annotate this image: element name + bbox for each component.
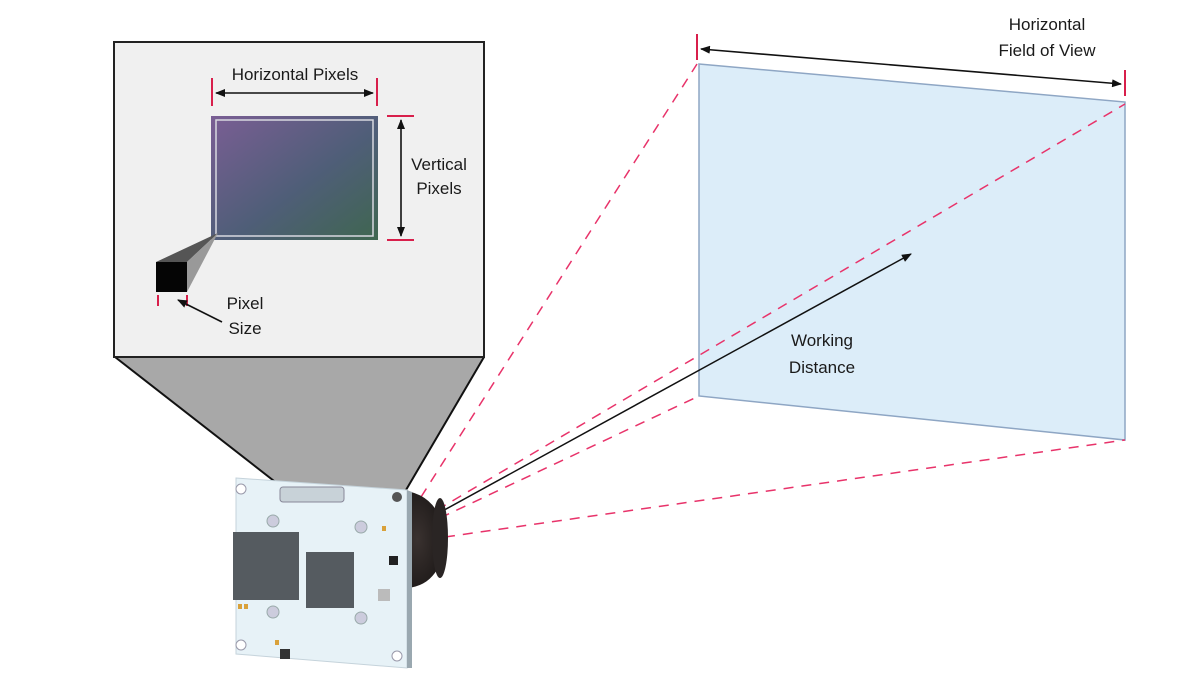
fov-rays: [420, 63, 1126, 538]
pixel-zoom-wedge-top: [156, 233, 218, 262]
working-distance-label-1: Working: [791, 331, 853, 350]
working-distance-arrow: [436, 253, 912, 515]
camera-board: [233, 477, 412, 669]
ray-bottom-left: [439, 395, 700, 519]
pixel-zoom-wedge-side: [187, 233, 218, 292]
pixel-size-label-2: Size: [228, 319, 261, 338]
chip-large: [233, 532, 299, 600]
ray-bottom-right: [444, 439, 1126, 538]
working-distance-label-2: Distance: [789, 358, 855, 377]
pixel-size-label-1: Pixel: [227, 294, 264, 313]
horizontal-pixels-label: Horizontal Pixels: [232, 65, 359, 84]
sensor-projection: [115, 357, 484, 490]
vertical-pixels-label-1: Vertical: [411, 155, 467, 174]
image-sensor: [211, 116, 378, 240]
hfov-arrow: [700, 45, 1122, 88]
pixel-size-arrow: [177, 299, 223, 323]
chip-small: [306, 552, 354, 608]
field-of-view-plane: [698, 63, 1126, 441]
hfov-label-2: Field of View: [998, 41, 1096, 60]
image-sensor-border: [215, 119, 374, 237]
vertical-pixels-label-2: Pixels: [416, 179, 461, 198]
hfov-label-1: Horizontal: [1009, 15, 1086, 34]
ray-top-left: [420, 63, 698, 498]
pixel-square: [156, 262, 187, 292]
usb-connector: [279, 486, 345, 503]
projection-edge-right: [405, 356, 485, 491]
ray-top-right: [436, 103, 1126, 511]
projection-edge-left: [114, 356, 284, 489]
